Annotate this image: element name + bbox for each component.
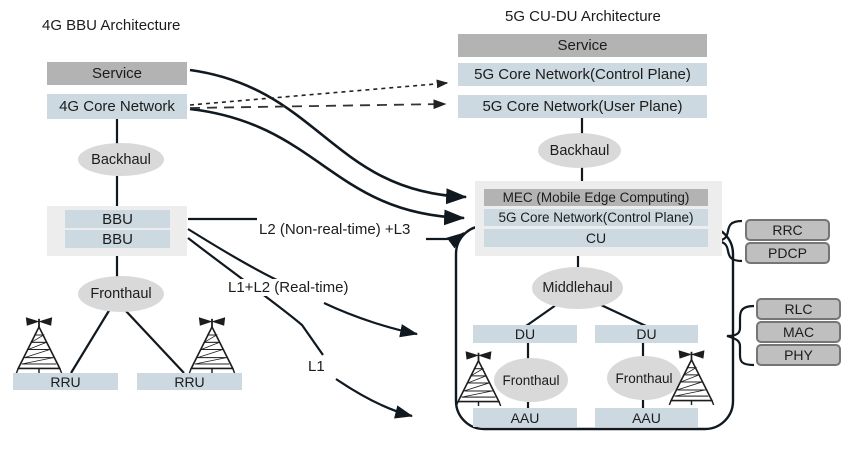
title-5g-architecture: 5G CU-DU Architecture: [505, 8, 661, 25]
cell-tower-icon: [188, 317, 236, 373]
box-5g-service: Service: [458, 34, 707, 57]
label-l1-l2-realtime: L1+L2 (Real-time): [226, 279, 351, 296]
ellipse-5g-fronthaul-1: Fronthaul: [494, 358, 568, 402]
box-bbu-2: BBU: [65, 230, 170, 248]
box-aau-2: AAU: [595, 408, 698, 427]
box-rru-1: RRU: [13, 373, 118, 390]
title-4g-architecture: 4G BBU Architecture: [42, 17, 181, 34]
box-cu: CU: [484, 229, 708, 247]
box-mec: MEC (Mobile Edge Computing): [484, 189, 708, 206]
box-du-2: DU: [595, 325, 698, 343]
box-bbu-1: BBU: [65, 210, 170, 228]
box-aau-1: AAU: [473, 408, 577, 427]
box-pdcp: PDCP: [745, 242, 830, 264]
ellipse-5g-fronthaul-2: Fronthaul: [607, 356, 681, 400]
label-l2-nonrealtime-l3: L2 (Non-real-time) +L3: [257, 221, 413, 238]
box-rrc: RRC: [745, 219, 830, 241]
box-mec-core-control-plane: 5G Core Network(Control Plane): [484, 209, 708, 226]
box-4g-service: Service: [47, 62, 187, 85]
box-rlc: RLC: [756, 298, 841, 320]
cell-tower-icon: [15, 317, 63, 373]
label-l1: L1: [306, 358, 327, 375]
box-du-1: DU: [473, 325, 577, 343]
box-mac: MAC: [756, 321, 841, 343]
box-rru-2: RRU: [137, 373, 242, 390]
box-4g-core-network: 4G Core Network: [47, 94, 187, 119]
ellipse-4g-backhaul: Backhaul: [78, 143, 164, 176]
ellipse-middlehaul: Middlehaul: [532, 267, 623, 309]
box-phy: PHY: [756, 344, 841, 366]
box-5g-core-control-plane: 5G Core Network(Control Plane): [458, 63, 707, 86]
ellipse-4g-fronthaul: Fronthaul: [78, 276, 164, 312]
box-5g-core-user-plane: 5G Core Network(User Plane): [458, 95, 707, 118]
ellipse-5g-backhaul: Backhaul: [538, 133, 621, 168]
